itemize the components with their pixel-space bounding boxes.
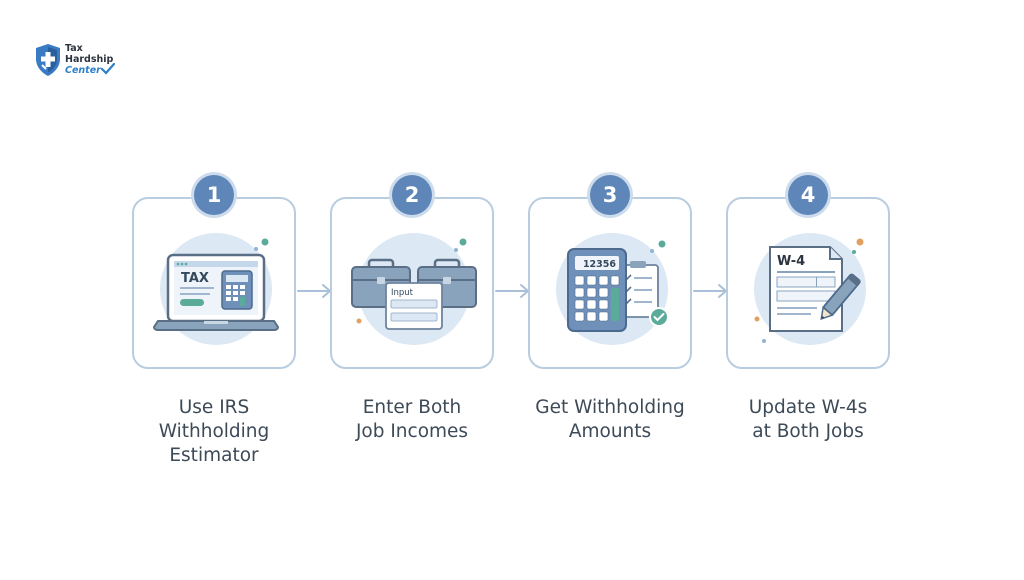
step-number: 3 — [590, 175, 630, 215]
step-label-4: Update W-4s at Both Jobs — [748, 397, 868, 442]
brand-logo: Tax Hardship Center — [34, 43, 144, 83]
step-badge-4: 4 — [785, 172, 831, 218]
screen-text: TAX — [181, 271, 209, 286]
shield-cross-icon — [36, 44, 60, 76]
two-briefcases-input-form-icon: Input — [351, 233, 477, 345]
checkmark-icon — [101, 63, 115, 75]
brand-line-3: Center — [65, 65, 101, 76]
step-label-1: Use IRS Withholding Estimator — [158, 397, 270, 466]
step-badge-1: 1 — [191, 172, 237, 218]
arrow-right-icon — [495, 284, 529, 298]
step-number: 1 — [194, 175, 234, 215]
step-card-3: 12356 — [528, 197, 692, 369]
arrow-right-icon — [297, 284, 331, 298]
step-label-2: Enter Both Job Incomes — [355, 397, 469, 442]
laptop-tax-calculator-icon: TAX — [152, 233, 280, 345]
w4-form-pencil-icon: W-4 — [754, 233, 866, 345]
form-title: W-4 — [777, 254, 805, 269]
step-badge-3: 3 — [587, 172, 633, 218]
step-label-3: Get Withholding Amounts — [535, 397, 685, 442]
step-number: 4 — [788, 175, 828, 215]
step-card-2: Input — [330, 197, 494, 369]
step-card-4: W-4 — [726, 197, 890, 369]
calculator-display: 12356 — [583, 259, 616, 270]
form-title: Input — [391, 288, 414, 298]
arrow-right-icon — [693, 284, 727, 298]
step-card-1: TAX — [132, 197, 296, 369]
step-number: 2 — [392, 175, 432, 215]
brand-line-1: Tax — [65, 43, 83, 54]
calculator-checklist-icon: 12356 — [556, 233, 669, 345]
step-badge-2: 2 — [389, 172, 435, 218]
brand-line-2: Hardship — [65, 54, 114, 65]
